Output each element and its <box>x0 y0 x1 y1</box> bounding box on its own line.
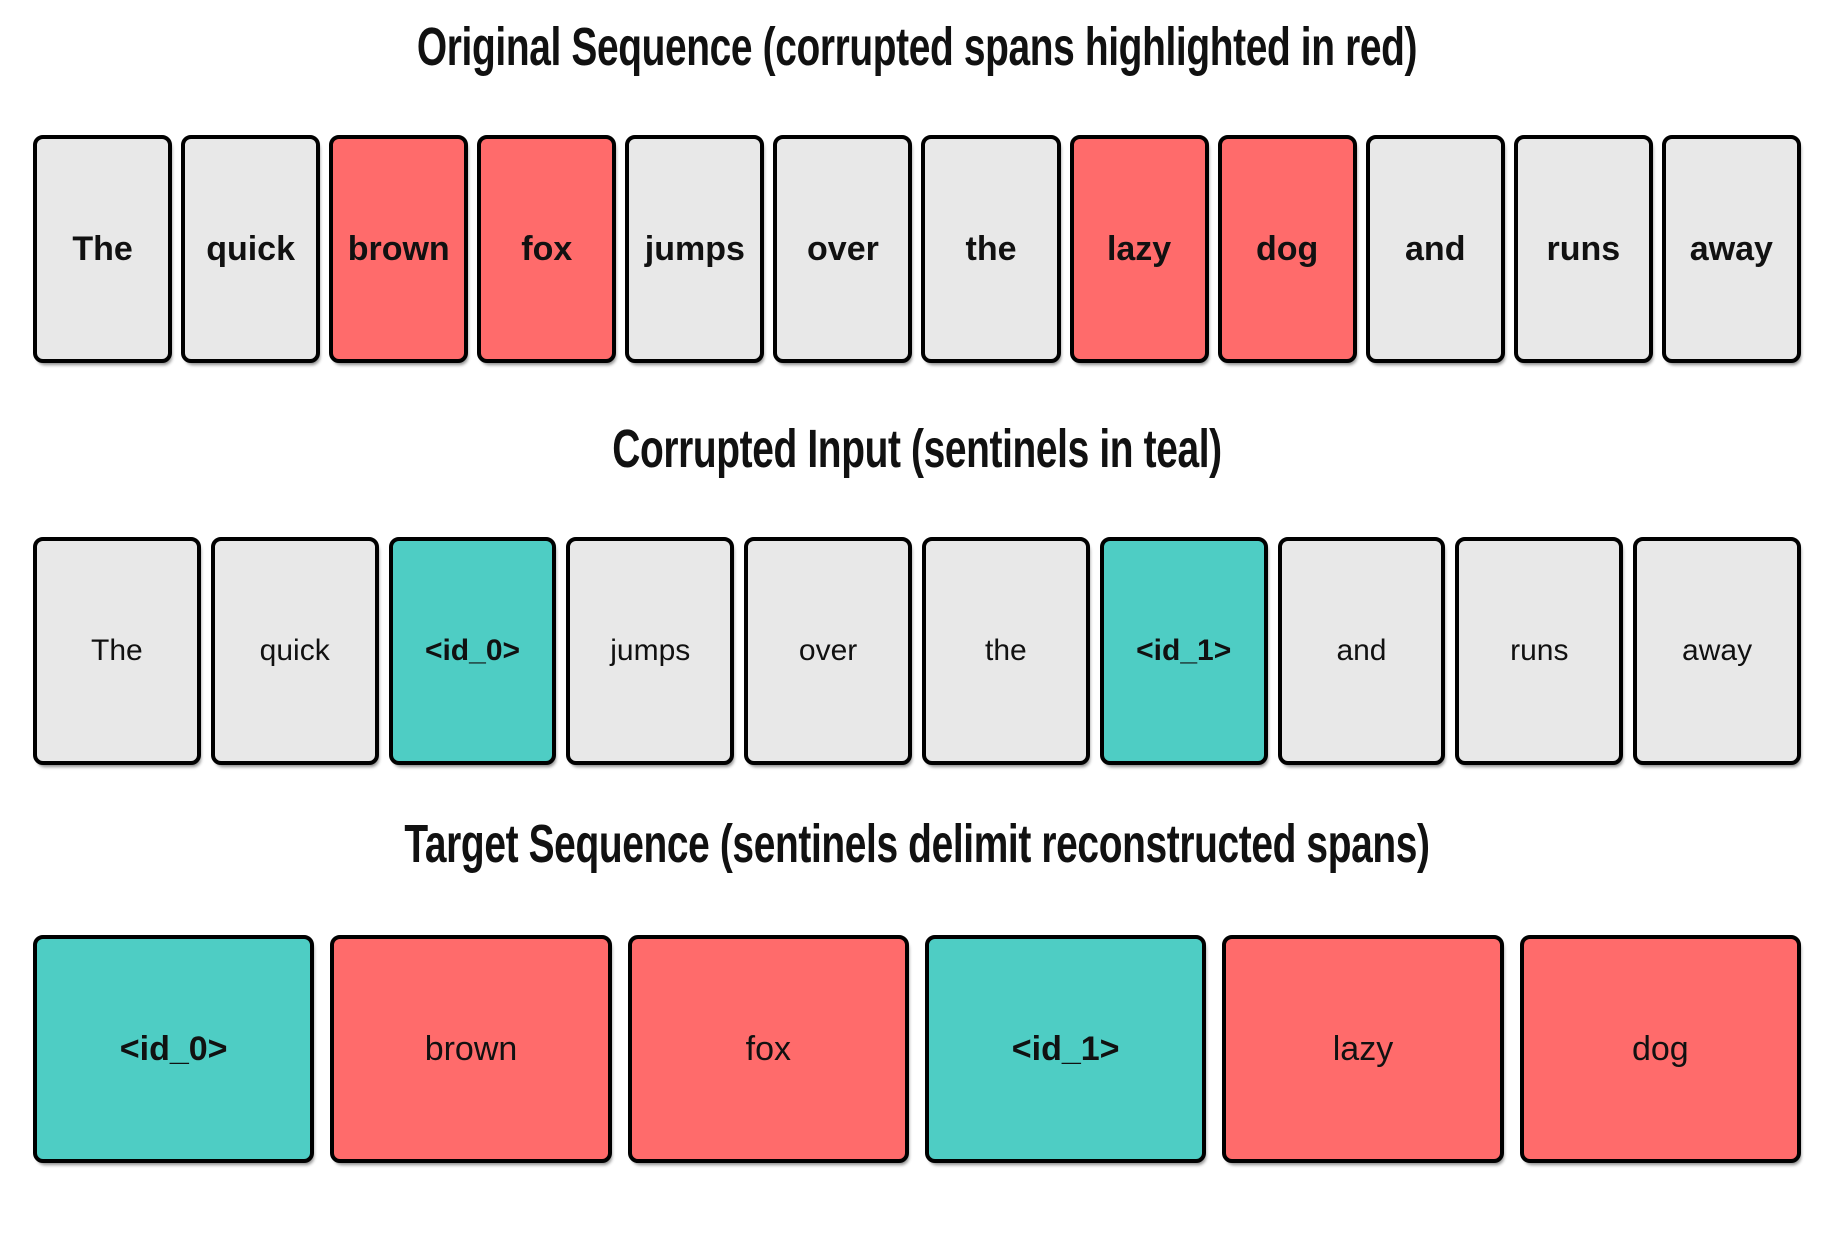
token-row: The quick <id_0> jumps over the <id_1> and runs a… <box>33 537 1801 765</box>
token-box-plain: The <box>33 135 173 363</box>
token-label: <id_0> <box>119 1029 228 1068</box>
token-label: jumps <box>644 229 745 268</box>
token-label: quick <box>259 634 330 667</box>
token-label: dog <box>1256 229 1319 268</box>
token-box-plain: over <box>773 135 913 363</box>
token-label: and <box>1336 634 1387 667</box>
token-label: lazy <box>1332 1029 1394 1068</box>
token-row: <id_0> brown fox <id_1> lazy dog <box>33 935 1801 1163</box>
token-label: <id_1> <box>1136 634 1232 667</box>
token-box-plain: and <box>1277 537 1446 765</box>
token-box-plain: away <box>1633 537 1801 765</box>
token-label: <id_0> <box>424 634 521 667</box>
token-label: over <box>798 634 858 667</box>
token-label: the <box>985 634 1027 667</box>
token-label: fox <box>745 1029 791 1068</box>
token-label: The <box>91 634 143 667</box>
token-label: runs <box>1510 634 1569 667</box>
token-box-plain: runs <box>1513 135 1653 363</box>
token-box-sentinel: <id_1> <box>1099 537 1268 765</box>
section-title: Corrupted Input (sentinels in teal) <box>612 419 1222 479</box>
token-label: away <box>1682 634 1753 667</box>
token-box-plain: over <box>744 537 912 765</box>
token-box-corrupted: lazy <box>1069 135 1209 363</box>
token-box-plain: quick <box>181 135 321 363</box>
token-box-corrupted: brown <box>330 935 612 1163</box>
token-label: lazy <box>1106 229 1172 268</box>
token-label: dog <box>1631 1029 1689 1068</box>
token-box-plain: the <box>921 537 1090 765</box>
token-box-plain: away <box>1661 135 1801 363</box>
token-box-corrupted: fox <box>477 135 617 363</box>
token-box-plain: runs <box>1455 537 1624 765</box>
token-label: fox <box>521 229 573 268</box>
token-label: quick <box>206 229 296 268</box>
token-box-corrupted: brown <box>329 135 469 363</box>
token-box-plain: The <box>33 537 201 765</box>
token-label: the <box>965 229 1017 268</box>
token-box-corrupted: dog <box>1217 135 1357 363</box>
token-label: away <box>1689 229 1773 268</box>
token-label: The <box>72 229 133 268</box>
token-box-plain: jumps <box>566 537 735 765</box>
section-title: Target Sequence (sentinels delimit recon… <box>404 814 1430 874</box>
token-label: <id_1> <box>1011 1029 1120 1068</box>
token-box-sentinel: <id_1> <box>924 935 1207 1163</box>
token-box-plain: jumps <box>625 135 765 363</box>
token-row: The quick brown fox jumps over the lazy dog and ru… <box>33 135 1801 363</box>
token-label: and <box>1405 229 1466 268</box>
token-box-plain: quick <box>210 537 379 765</box>
token-box-plain: the <box>921 135 1061 363</box>
section-title: Original Sequence (corrupted spans highl… <box>416 17 1418 77</box>
token-box-corrupted: lazy <box>1222 935 1504 1163</box>
token-label: brown <box>424 1029 518 1068</box>
token-box-sentinel: <id_0> <box>33 935 315 1163</box>
token-label: jumps <box>610 634 691 667</box>
token-box-corrupted: fox <box>627 935 909 1163</box>
token-box-plain: and <box>1365 135 1505 363</box>
token-label: over <box>807 229 879 268</box>
token-box-corrupted: dog <box>1519 935 1801 1163</box>
token-label: runs <box>1546 229 1621 268</box>
token-label: brown <box>347 229 450 268</box>
token-box-sentinel: <id_0> <box>388 537 557 765</box>
